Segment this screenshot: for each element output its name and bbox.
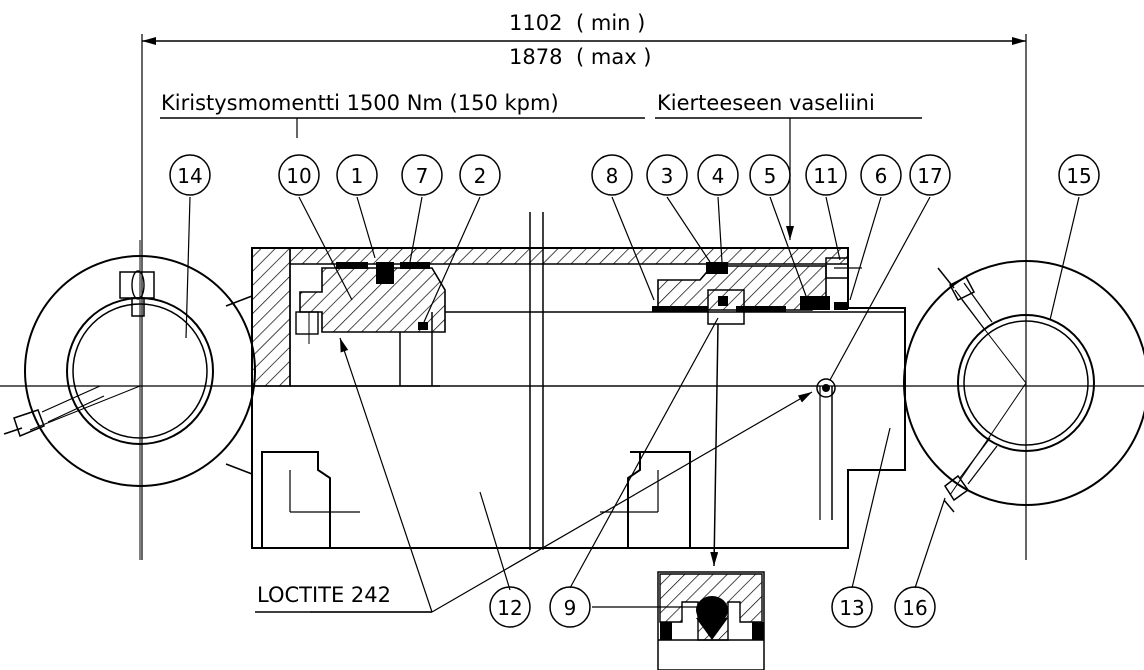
balloon-4: 4 (697, 154, 739, 196)
svg-text:6: 6 (875, 164, 888, 188)
dimension-min-label: ( min ) (576, 11, 645, 35)
balloon-11: 11 (805, 154, 847, 196)
svg-text:10: 10 (286, 164, 311, 188)
svg-text:7: 7 (416, 164, 429, 188)
cylinder-barrel (225, 212, 906, 550)
balloon-1: 1 (336, 154, 378, 196)
svg-text:5: 5 (764, 164, 777, 188)
svg-text:8: 8 (606, 164, 619, 188)
svg-text:15: 15 (1066, 164, 1091, 188)
dimension-max-label: ( max ) (576, 45, 652, 69)
balloon-10: 10 (278, 154, 320, 196)
balloon-15: 15 (1058, 154, 1100, 196)
balloon-6: 6 (860, 154, 902, 196)
svg-text:11: 11 (813, 164, 838, 188)
dimension-max-value: 1878 (509, 45, 562, 69)
svg-text:9: 9 (564, 596, 577, 620)
seal-detail (657, 571, 765, 670)
svg-text:16: 16 (902, 596, 927, 620)
callout-balloons: 14 10 1 7 2 8 3 4 5 11 6 17 15 12 9 13 1… (169, 154, 1100, 628)
balloon-3: 3 (646, 154, 688, 196)
svg-text:2: 2 (474, 164, 487, 188)
balloon-8: 8 (591, 154, 633, 196)
loctite-note: LOCTITE 242 (257, 583, 391, 607)
svg-text:1: 1 (351, 164, 364, 188)
svg-text:4: 4 (712, 164, 725, 188)
balloon-16: 16 (894, 586, 936, 628)
balloon-13: 13 (831, 586, 873, 628)
balloon-2: 2 (459, 154, 501, 196)
svg-text:17: 17 (917, 164, 942, 188)
balloon-17: 17 (909, 154, 951, 196)
svg-text:13: 13 (839, 596, 864, 620)
dimension-min-value: 1102 (509, 11, 562, 35)
svg-text:12: 12 (497, 596, 522, 620)
notes: Kiristysmomentti 1500 Nm (150 kpm) Kiert… (160, 91, 922, 613)
balloon-12: 12 (489, 586, 531, 628)
leader-lines (185, 118, 1080, 613)
balloon-5: 5 (749, 154, 791, 196)
balloon-14: 14 (169, 154, 211, 196)
balloon-9: 9 (549, 586, 591, 628)
svg-text:14: 14 (177, 164, 202, 188)
svg-text:3: 3 (661, 164, 674, 188)
balloon-7: 7 (401, 154, 443, 196)
overall-dimension: 1102 ( min ) 1878 ( max ) (141, 11, 1027, 560)
thread-note: Kierteeseen vaseliini (657, 91, 875, 115)
torque-note: Kiristysmomentti 1500 Nm (150 kpm) (161, 91, 559, 115)
left-eye (3, 240, 256, 560)
